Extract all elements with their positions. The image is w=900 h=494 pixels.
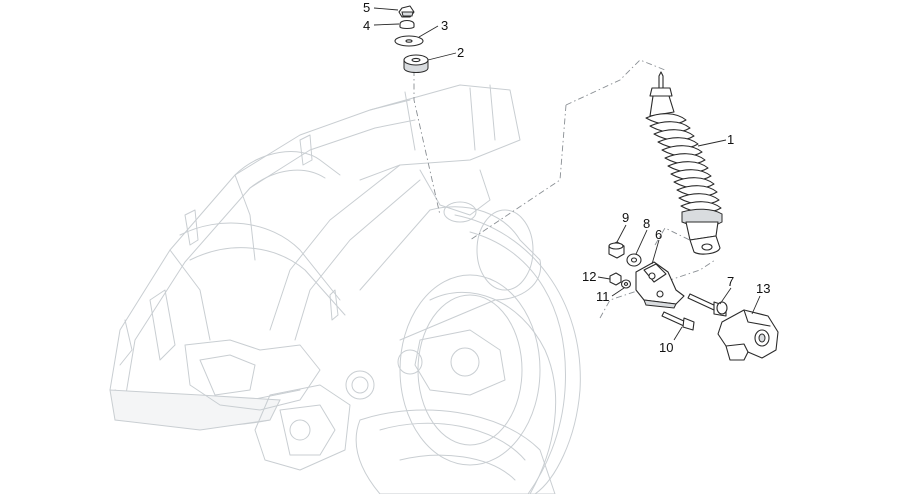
callout-13: 13 (756, 281, 770, 296)
callout-labels: 5 4 3 2 1 9 8 6 12 11 7 10 13 (363, 0, 770, 355)
part-12-nut (609, 272, 622, 286)
ghost-frame-and-engine (109, 84, 581, 494)
spring-coils (645, 113, 722, 213)
callout-3: 3 (441, 18, 448, 33)
callout-9: 9 (622, 210, 629, 225)
callout-10: 10 (659, 340, 673, 355)
part-1-shock-absorber (645, 71, 723, 255)
callout-1: 1 (727, 132, 734, 147)
callout-7: 7 (727, 274, 734, 289)
callout-5: 5 (363, 0, 370, 15)
part-11-washer (620, 279, 632, 289)
part-3-washer (394, 35, 424, 47)
part-6-bracket (635, 261, 685, 309)
part-4-washer (399, 19, 415, 30)
callout-12: 12 (582, 269, 596, 284)
part-10-bolt (661, 311, 695, 331)
part-7-flange-bolt (687, 293, 728, 317)
part-2-rubber-bushing (403, 54, 429, 73)
part-8-washer (626, 253, 642, 267)
callout-6: 6 (655, 227, 662, 242)
callout-11: 11 (596, 289, 610, 304)
callout-8: 8 (643, 216, 650, 231)
part-5-nut (398, 5, 415, 18)
callout-2: 2 (457, 45, 464, 60)
leader-lines (373, 7, 761, 341)
part-13-lower-mount (717, 309, 779, 361)
callout-4: 4 (363, 18, 370, 33)
part-9-nut (608, 241, 625, 259)
